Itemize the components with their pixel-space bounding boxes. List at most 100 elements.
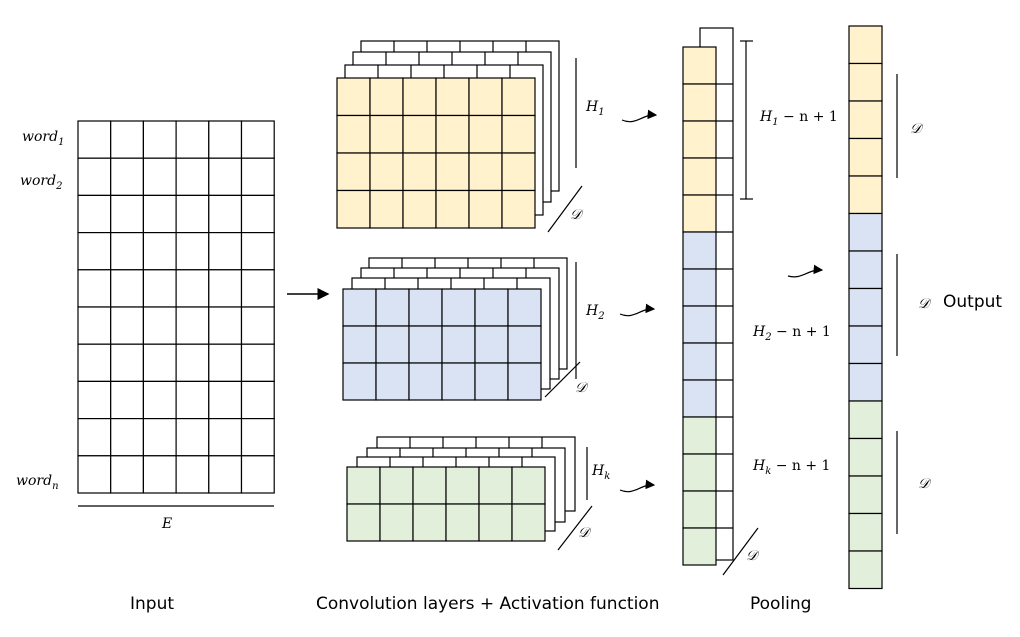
conv-cell — [501, 152, 536, 192]
conv-cell — [379, 503, 414, 542]
input-cell — [175, 269, 210, 308]
input-cell — [142, 418, 177, 457]
output-cell — [848, 137, 883, 177]
input-cell — [77, 455, 112, 494]
pool-seg2-label: H2 − n + 1 — [752, 324, 831, 343]
conv-cell — [402, 152, 437, 192]
pool-cell — [682, 83, 717, 122]
conv-cell — [435, 114, 470, 154]
conv-cell — [408, 362, 443, 401]
conv-cell — [507, 288, 542, 327]
conv-cell — [435, 189, 470, 229]
conv2-depth-label: 𝒟 — [575, 380, 589, 396]
output-cell — [848, 325, 883, 365]
input-cell — [175, 232, 210, 271]
conv-cell — [375, 325, 410, 364]
conv-cell — [478, 466, 513, 505]
input-cell — [77, 232, 112, 271]
input-cell — [208, 455, 243, 494]
input-cell — [110, 343, 144, 383]
conv-cell — [375, 362, 410, 401]
input-cell — [77, 194, 112, 234]
input-cell — [208, 343, 243, 383]
input-matrix — [77, 120, 275, 494]
input-cell — [110, 269, 144, 308]
conv-cell — [369, 152, 404, 192]
embedding-width-label: E — [161, 516, 172, 532]
output-cell — [848, 175, 883, 215]
conv1-depth-label: 𝒟 — [570, 207, 584, 223]
stage-label-pooling: Pooling — [750, 594, 811, 614]
pool-cell — [682, 527, 717, 566]
conv-depth-slash — [557, 505, 593, 551]
conv-cell — [474, 288, 509, 327]
conv-cell — [445, 466, 480, 505]
input-cell — [240, 157, 275, 196]
conv-cell — [511, 466, 546, 505]
pool-cell — [682, 194, 717, 233]
conv-cell — [342, 288, 377, 327]
input-cell — [240, 418, 275, 457]
pool-cell — [682, 379, 717, 418]
pool-cell — [682, 305, 717, 344]
conv-cell — [445, 503, 480, 542]
input-cell — [77, 343, 112, 383]
pool-cell — [682, 342, 717, 381]
pooling-vector — [682, 27, 759, 576]
pool-cell — [682, 268, 717, 307]
input-cell — [240, 232, 275, 271]
output-cell — [848, 475, 883, 515]
conv-cell — [468, 189, 503, 229]
conv-cell — [336, 189, 371, 229]
output-cell — [848, 100, 883, 140]
input-cell — [77, 418, 112, 457]
input-cell — [240, 306, 275, 345]
input-cell — [240, 380, 275, 420]
output-cell — [848, 62, 883, 102]
conv-cell — [468, 114, 503, 154]
conv2-to-pool-arrow — [619, 303, 656, 317]
conv-cell — [507, 362, 542, 401]
word-label-1: word1 — [22, 129, 64, 148]
input-cell — [110, 120, 144, 159]
pool-depth-slash — [722, 527, 759, 576]
input-cell — [240, 120, 275, 159]
conv-cell — [402, 114, 437, 154]
pool-cell — [682, 490, 717, 529]
conv-layers — [336, 40, 593, 551]
output-cell — [848, 362, 883, 402]
conv-depth-slash — [544, 361, 581, 398]
input-cell — [142, 194, 177, 234]
output-cell — [848, 250, 883, 290]
input-cell — [110, 157, 144, 196]
conv-cell — [336, 77, 371, 117]
conv-cell — [336, 114, 371, 154]
conv-cell — [468, 152, 503, 192]
input-cell — [142, 455, 177, 494]
pool-to-output-arrow — [787, 264, 824, 278]
output-title: Output — [943, 292, 1002, 312]
convk-to-pool-arrow — [619, 479, 656, 493]
output-cell — [848, 25, 883, 65]
pool-seg1-label: H1 − n + 1 — [759, 109, 838, 128]
input-cell — [110, 306, 144, 345]
output-cell — [848, 400, 883, 440]
input-cell — [110, 455, 144, 494]
pool-cell — [682, 157, 717, 196]
input-cell — [240, 269, 275, 308]
conv-cell — [342, 362, 377, 401]
conv-cell — [346, 466, 381, 505]
input-cell — [77, 157, 112, 196]
conv-cell — [402, 189, 437, 229]
pool-cell — [682, 120, 717, 159]
output-seg1-depth-label: 𝒟 — [910, 121, 924, 137]
input-cell — [142, 380, 177, 420]
input-cell — [208, 157, 243, 196]
stage-label-conv: Convolution layers + Activation function — [316, 594, 660, 614]
conv-cell — [369, 189, 404, 229]
pool-depth-label: 𝒟 — [746, 548, 760, 564]
conv1-to-pool-arrow — [621, 109, 658, 123]
input-cell — [175, 120, 210, 159]
output-cell — [848, 550, 883, 590]
